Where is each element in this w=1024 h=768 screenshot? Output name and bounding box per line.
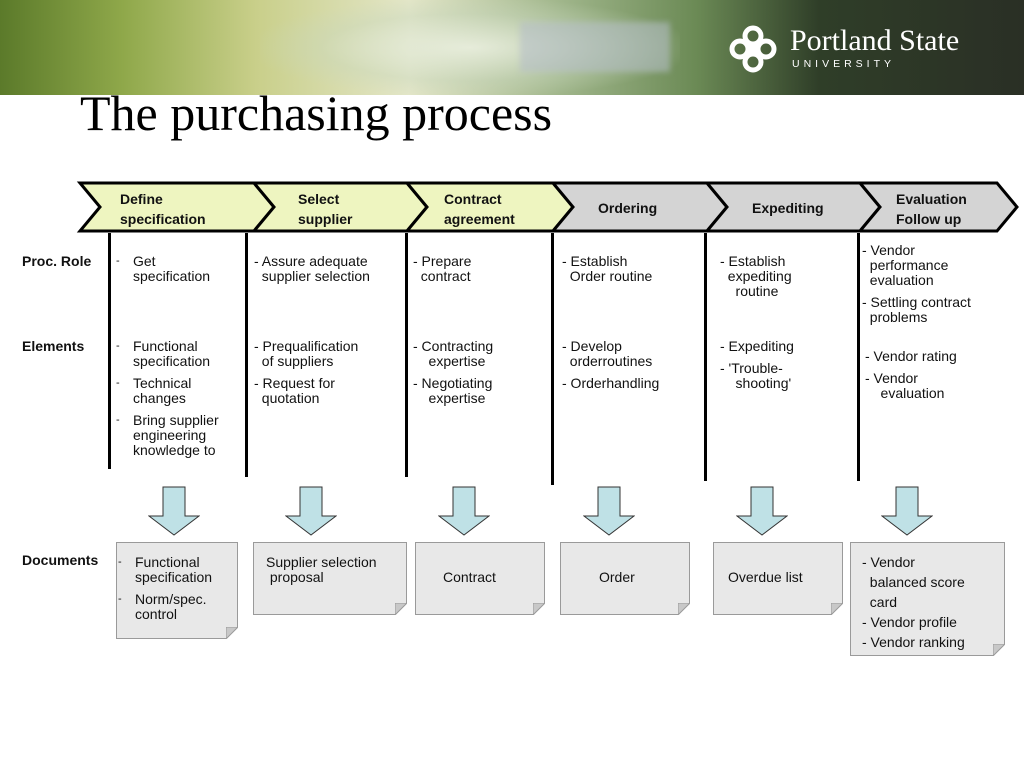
document-content: Order [599, 570, 635, 592]
elements-cell: - Prequalification of suppliers - Request… [254, 339, 358, 413]
document-content: Overdue list [728, 570, 803, 592]
column-divider [857, 233, 860, 481]
list-item: - Negotiating expertise [413, 375, 493, 406]
page-fold-icon [831, 603, 843, 615]
row-label-elements: Elements [22, 338, 85, 354]
proc-role-cell: - Establish expediting routine [720, 254, 792, 306]
down-arrow-icon [736, 486, 788, 536]
logo-mark-icon [729, 25, 777, 73]
list-item: - Establish expediting routine [720, 253, 792, 299]
document-box: Functional specificationNorm/spec. contr… [116, 542, 238, 639]
list-item: Functional specification [118, 555, 212, 585]
down-arrow-icon [881, 486, 933, 536]
page-fold-icon [395, 603, 407, 615]
proc-role-cell: - Vendor performance evaluation - Settlin… [862, 243, 971, 332]
list-item: Functional specification [116, 339, 219, 369]
list-item: - Vendor performance evaluation [862, 242, 949, 288]
document-box: Order [560, 542, 690, 615]
document-box: Supplier selection proposal [253, 542, 407, 615]
stage-label-expediting: Expediting [752, 200, 824, 216]
page-fold-icon [678, 603, 690, 615]
list-item: - Prepare contract [413, 253, 472, 284]
list-item: Norm/spec. control [118, 592, 212, 622]
page-fold-icon [533, 603, 545, 615]
list-item: - Orderhandling [562, 375, 660, 391]
stage-label-ordering: Ordering [598, 200, 658, 216]
elements-cell: - Develop orderroutines - Orderhandling [562, 339, 659, 398]
page-fold-icon [226, 627, 238, 639]
proc-role-cell: - Establish Order routine [562, 254, 652, 291]
chevron-evaluation [856, 181, 1019, 233]
list-item: - Prequalification of suppliers [254, 338, 359, 369]
stage-label-define: Define specification [120, 191, 206, 227]
proc-role-cell: Get specification [116, 254, 210, 291]
elements-cell: Functional specificationTechnical change… [116, 339, 219, 465]
down-arrow-icon [583, 486, 635, 536]
document-content: Supplier selection proposal [266, 555, 377, 592]
document-box: Contract [415, 542, 545, 615]
stage-label-contract: Contract agreement [444, 191, 515, 227]
elements-cell: - Vendor rating - Vendor evaluation [865, 349, 957, 408]
list-item: Overdue list [728, 569, 803, 585]
list-item: - Establish Order routine [562, 253, 653, 284]
header-banner [0, 0, 1024, 95]
list-item: Order [599, 569, 635, 585]
document-content: Contract [443, 570, 496, 592]
document-content: Functional specificationNorm/spec. contr… [118, 555, 212, 629]
list-item: Contract [443, 569, 496, 585]
down-arrow-icon [285, 486, 337, 536]
logo-subtitle: UNIVERSITY [792, 58, 896, 70]
slide-title: The purchasing process [80, 85, 553, 141]
process-chevrons [76, 181, 1019, 233]
list-item: Supplier selection proposal [266, 554, 377, 585]
list-item: - Vendor rating [865, 348, 957, 364]
document-box: Overdue list [713, 542, 843, 615]
list-item: - Assure adequate supplier selection [254, 253, 370, 284]
column-divider [551, 233, 554, 485]
logo-name: Portland State [790, 24, 960, 57]
elements-cell: - Expediting - 'Trouble- shooting' [720, 339, 794, 398]
list-item: - Vendor balanced score card [862, 554, 965, 610]
list-item: - Expediting [720, 338, 794, 354]
list-item: - Request for quotation [254, 375, 335, 406]
column-divider [405, 233, 408, 477]
list-item: Technical changes [116, 376, 219, 406]
document-box: - Vendor balanced score card - Vendor pro… [850, 542, 1005, 656]
list-item: - Vendor ranking [862, 634, 965, 650]
stage-label-select: Select supplier [298, 191, 353, 227]
column-divider [704, 233, 707, 481]
university-logo[interactable]: Portland State UNIVERSITY [726, 22, 996, 76]
list-item: - Settling contract problems [862, 294, 971, 325]
row-label-documents: Documents [22, 552, 99, 568]
list-item: - Vendor profile [862, 614, 957, 630]
down-arrow-icon [438, 486, 490, 536]
list-item: Get specification [116, 254, 210, 284]
column-divider [108, 233, 111, 469]
column-divider [245, 233, 248, 477]
list-item: Bring supplier engineering knowledge to [116, 413, 219, 458]
stage-label-evaluation: Evaluation Follow up [896, 191, 967, 227]
elements-cell: - Contracting expertise - Negotiating exp… [413, 339, 493, 413]
list-item: - Vendor evaluation [865, 370, 945, 401]
page-fold-icon [993, 644, 1005, 656]
list-item: - 'Trouble- shooting' [720, 360, 792, 391]
list-item: - Contracting expertise [413, 338, 494, 369]
down-arrow-icon [148, 486, 200, 536]
proc-role-cell: - Assure adequate supplier selection [254, 254, 370, 291]
proc-role-cell: - Prepare contract [413, 254, 471, 291]
row-label-proc-role: Proc. Role [22, 253, 92, 269]
list-item: - Develop orderroutines [562, 338, 653, 369]
document-content: - Vendor balanced score card - Vendor pro… [862, 552, 965, 652]
banner-building [520, 22, 670, 72]
